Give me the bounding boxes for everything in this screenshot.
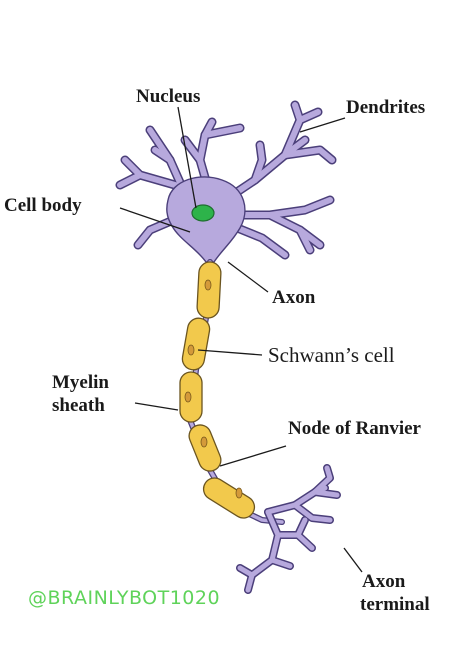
axon-pointer — [227, 261, 269, 293]
nucleus-pointer — [177, 106, 197, 209]
schwann-nucleus — [187, 344, 195, 356]
node-of-ranvier-pointer — [219, 445, 287, 467]
axon-terminal-label-line2: terminal — [360, 594, 430, 615]
myelin-sheath-label-line1: Myelin — [52, 372, 109, 393]
axon-terminal — [236, 464, 341, 594]
schwann-nucleus — [204, 279, 212, 291]
myelin-sheath-pointer — [134, 402, 179, 411]
schwann-nucleus — [235, 487, 243, 499]
pointer-lines — [119, 106, 363, 573]
schwann-cell — [202, 477, 256, 519]
axon-terminal-pointer — [343, 547, 363, 573]
nucleus-label: Nucleus — [136, 86, 200, 107]
dendrites-label: Dendrites — [346, 97, 425, 118]
schwann-nucleus — [184, 391, 192, 403]
schwanns-cell-pointer — [197, 349, 263, 356]
axon-terminal-label-line1: Axon — [362, 571, 406, 592]
node-of-ranvier-label: Node of Ranvier — [288, 418, 422, 439]
watermark: @BRAINLYBOT1020 — [28, 587, 220, 609]
axon-label: Axon — [272, 287, 316, 308]
myelin-sheath-label-line2: sheath — [52, 395, 105, 416]
schwann-cell — [188, 424, 222, 472]
nucleus — [191, 204, 215, 222]
cell-body-label: Cell body — [4, 195, 82, 216]
cell-body-pointer — [119, 207, 191, 233]
schwann-cell — [181, 317, 211, 371]
dendrites-pointer — [299, 117, 346, 133]
schwanns-cell-label: Schwann’s cell — [268, 343, 395, 367]
schwann-nucleus — [200, 436, 208, 448]
myelin-sheath — [179, 261, 256, 519]
